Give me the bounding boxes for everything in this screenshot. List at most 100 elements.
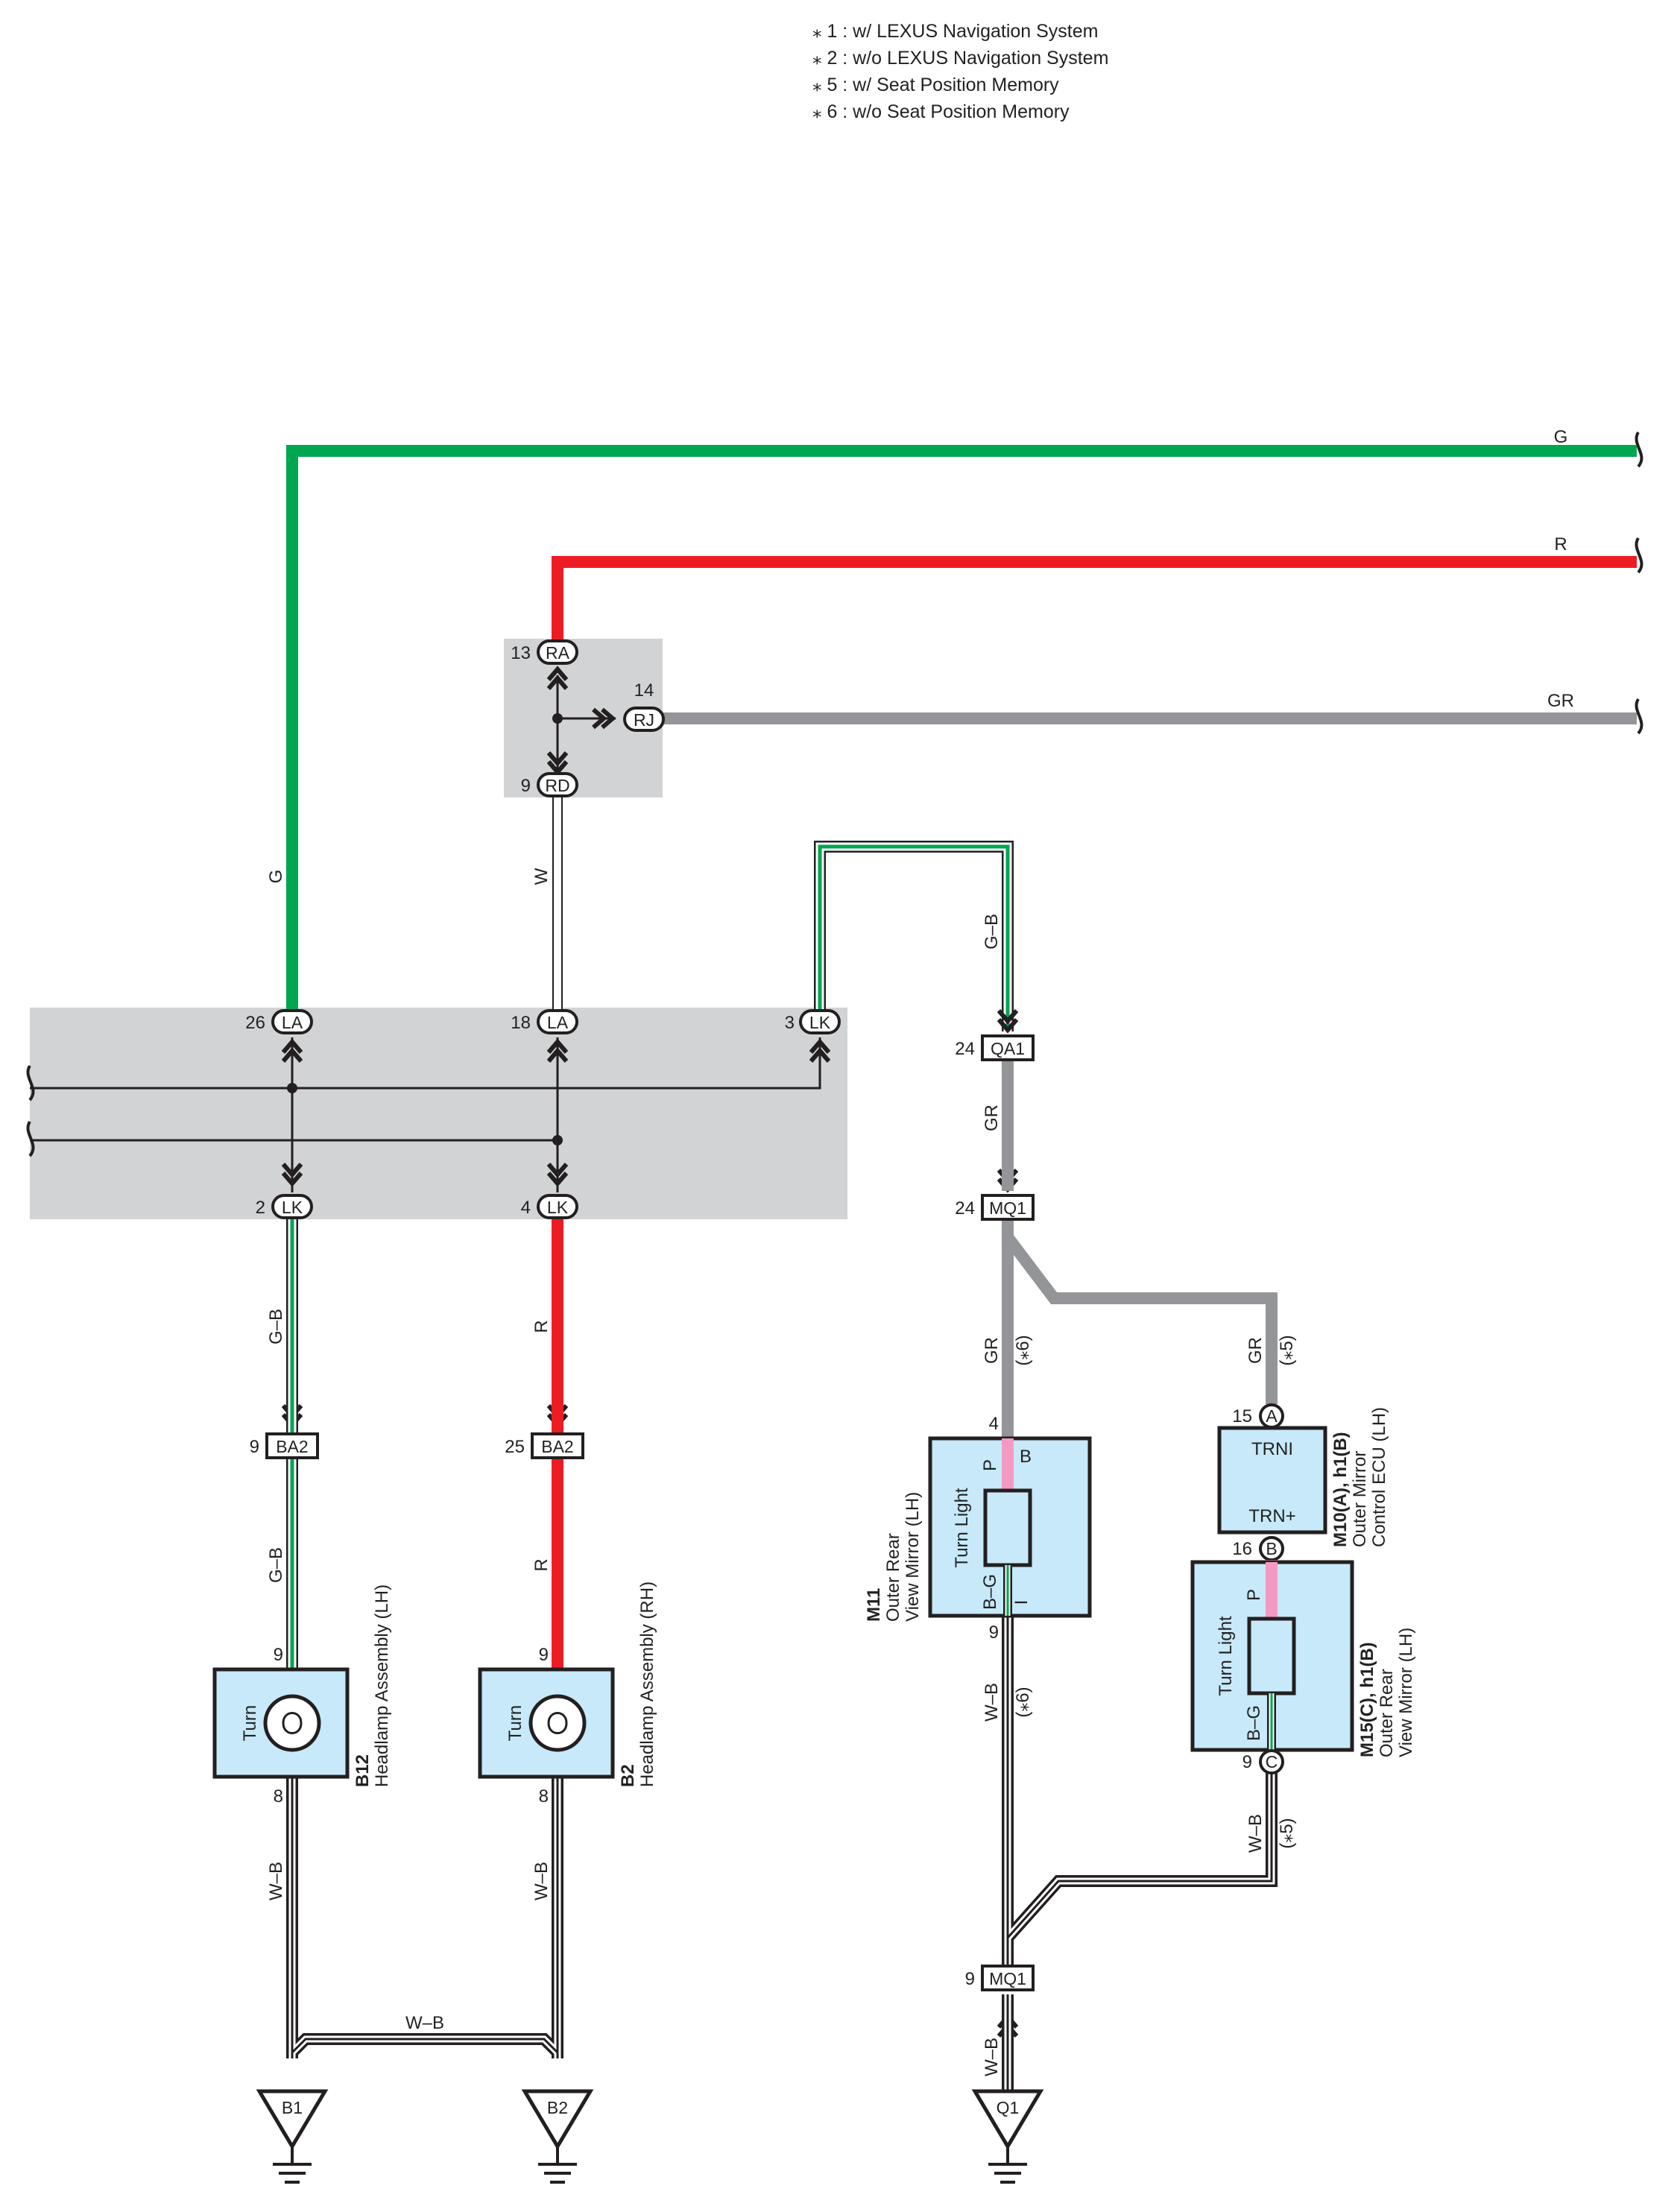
wire-label: W–B [1245, 1814, 1266, 1853]
pin-number: 24 [955, 1198, 975, 1219]
lamp-icon [263, 1694, 321, 1752]
component-name: Outer Rear [883, 1533, 903, 1622]
wire-label: P [980, 1459, 1000, 1471]
wire-note: (⁎5) [1277, 1818, 1297, 1848]
terminal-label: LK [809, 1013, 831, 1032]
pin-number: 14 [634, 680, 654, 701]
wire-label: R [531, 1320, 552, 1333]
wire-label: G [266, 870, 286, 884]
pin-number: 4 [989, 1414, 999, 1434]
pin-number: 9 [965, 1969, 975, 1989]
terminal-lk-4 [537, 1194, 578, 1219]
wire-note: (⁎5) [1277, 1335, 1297, 1365]
connectors: BA2 9 BA2 25 QA1 24 MQ1 24 MQ1 9 [250, 1034, 1035, 1991]
wire-break-marks [26, 431, 1643, 1157]
connector-label: BA2 [276, 1437, 308, 1456]
terminal-label: LA [282, 1013, 303, 1032]
wire-labels: G R GR G W G–B GR G–B R G–B R GR (⁎6) GR… [266, 427, 1574, 2076]
legend: ⁎ 1 : w/ LEXUS Navigation System ⁎ 2 : w… [812, 18, 1108, 125]
pin-number: 25 [505, 1437, 525, 1457]
connector-ba2-left [265, 1432, 319, 1459]
wire-wb-ground [286, 1777, 563, 2058]
component-m11: P B B–G I Turn Light 4 9 M11 Outer Rear … [864, 1414, 1092, 1643]
wire-label: GR [1547, 691, 1574, 711]
ground-icon [273, 2146, 312, 2184]
wire-label: W–B [982, 1683, 1002, 1722]
connector-arrows [281, 666, 1019, 2038]
wire-label: P [1244, 1589, 1264, 1601]
component-id: B12 [353, 1754, 373, 1787]
junction-dot [287, 1083, 297, 1093]
terminal-la-18 [537, 1009, 578, 1034]
legend-line-1: ⁎ 1 : w/ LEXUS Navigation System [812, 21, 1099, 42]
wire-label: G [1554, 427, 1568, 447]
terminal-la-26 [271, 1009, 313, 1034]
wire-label: W [531, 868, 552, 885]
component-name: Headlamp Assembly (RH) [637, 1581, 657, 1787]
component-name: Outer Rear [1377, 1669, 1397, 1757]
pin-number: 9 [521, 776, 531, 796]
wire-label: B–G [980, 1574, 1000, 1610]
wire-label: GR [1245, 1337, 1266, 1364]
component-label: Turn [240, 1705, 260, 1741]
connector-label: MQ1 [989, 1969, 1026, 1988]
legend-line-3: ⁎ 5 : w/ Seat Position Memory [812, 75, 1059, 95]
wire-label: G–B [266, 1547, 286, 1583]
connector-label: BA2 [541, 1437, 573, 1456]
legend-line-4: ⁎ 6 : w/o Seat Position Memory [812, 101, 1070, 122]
terminal-label: B [1266, 1539, 1277, 1558]
ground-q1: Q1 [971, 2089, 1044, 2184]
terminals [271, 639, 841, 1219]
junction-dot [552, 713, 563, 724]
wire-label: B–G [1244, 1705, 1264, 1741]
wire-label: W–B [266, 1862, 286, 1900]
pin-number: 18 [511, 1013, 531, 1033]
wire-label: G–B [982, 914, 1002, 949]
wire-label: GR [982, 1337, 1002, 1364]
ground-b2: B2 [521, 2089, 594, 2184]
pin-number: 9 [250, 1437, 259, 1457]
pin-number: 13 [511, 643, 531, 663]
terminal-c [1259, 1749, 1284, 1775]
component-terminal: TRNI [1251, 1439, 1293, 1459]
ground-icon [988, 2146, 1027, 2184]
terminal-label: RD [545, 776, 569, 795]
connector-label: QA1 [991, 1039, 1025, 1058]
ground-label: B2 [547, 2098, 568, 2117]
connector-label: MQ1 [989, 1198, 1026, 1218]
pin-number: 9 [539, 1645, 549, 1665]
component-m15: P B–G Turn Light C 9 M15(C), h1(B) Outer… [1190, 1560, 1416, 1775]
pin-number: 4 [521, 1198, 531, 1218]
wire-label: B [1020, 1447, 1032, 1467]
wire-wb-mirror [1002, 1616, 1278, 1965]
component-name: Outer Mirror [1350, 1451, 1370, 1547]
terminal-label: LA [547, 1013, 569, 1032]
connector-qa1 [981, 1034, 1035, 1061]
terminal-ra [537, 639, 578, 665]
component-terminal: TRN+ [1248, 1506, 1295, 1526]
terminal-lk-2 [271, 1194, 313, 1219]
pin-number: 15 [1232, 1406, 1252, 1426]
terminal-rj [623, 707, 665, 732]
ground-b1: B1 [256, 2089, 329, 2184]
wire-label: G–B [266, 1309, 286, 1344]
component-name: View Mirror (LH) [1396, 1628, 1416, 1757]
pin-number: 2 [256, 1198, 265, 1218]
component-id: M15(C), h1(B) [1357, 1642, 1377, 1757]
component-m10: TRNI TRN+ A 15 B 16 M10(A), h1(B) Outer … [1217, 1403, 1389, 1561]
pin-number: 3 [785, 1013, 795, 1033]
junction-dot [552, 1135, 563, 1145]
wire-label: W–B [405, 2013, 444, 2033]
junction-block-main [30, 1008, 847, 1219]
component-name: View Mirror (LH) [903, 1492, 923, 1622]
ground-label: B1 [282, 2098, 303, 2117]
wire-label: W–B [982, 2038, 1002, 2076]
pin-number: 26 [245, 1013, 265, 1033]
component-b12: Turn 9 8 B12 Headlamp Assembly (LH) [212, 1584, 392, 1807]
pin-numbers: 13 14 9 26 18 3 2 4 [245, 643, 795, 1218]
connector-mq1-top [981, 1194, 1035, 1221]
ground-icon [538, 2146, 577, 2184]
terminal-a [1259, 1403, 1284, 1429]
wire-note: (⁎6) [1013, 1335, 1033, 1365]
